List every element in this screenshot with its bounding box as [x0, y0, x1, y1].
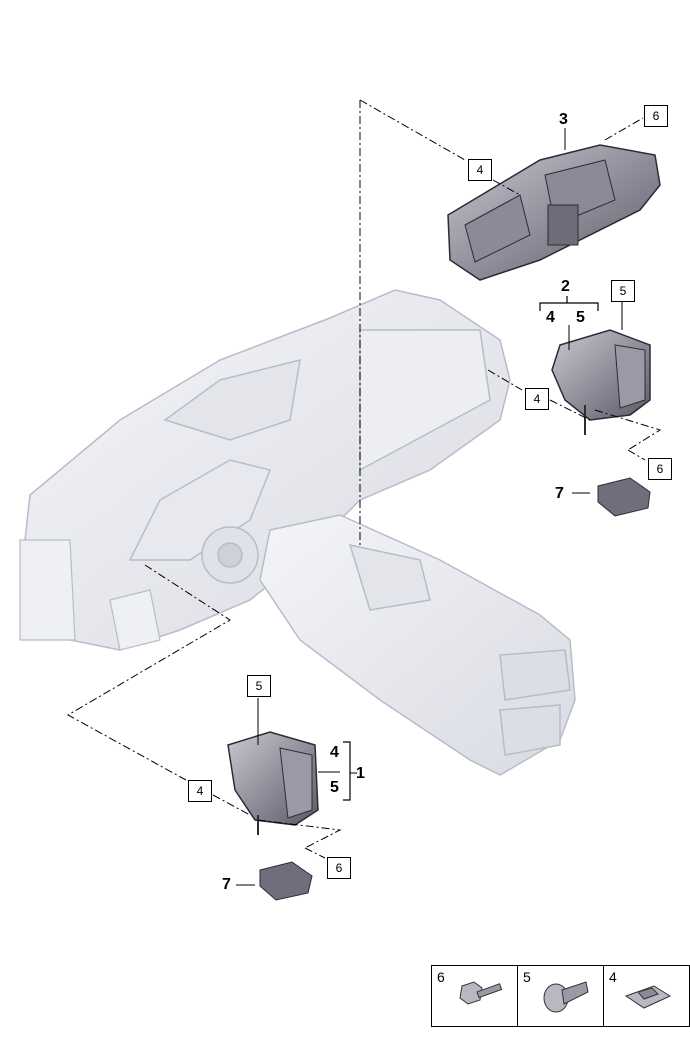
callout-1: 1	[356, 765, 365, 782]
callout-5-lower: 5	[330, 779, 339, 796]
right-air-vent	[551, 329, 651, 435]
clip-nut-icon	[624, 985, 672, 1009]
legend-number: 6	[437, 969, 445, 985]
brackets	[343, 296, 599, 801]
callout-2: 2	[561, 278, 570, 295]
legend-cell-5[interactable]: 5	[518, 966, 604, 1026]
bolt-icon	[459, 981, 503, 1005]
center-console-ghost	[259, 514, 576, 776]
legend-cell-6[interactable]: 6	[432, 966, 518, 1026]
legend-number: 5	[523, 969, 531, 985]
left-footwell-ghost	[19, 539, 161, 651]
ref-box-4-lower[interactable]: 4	[188, 780, 212, 802]
ref-box-4-right[interactable]: 4	[525, 388, 549, 410]
callout-3: 3	[559, 111, 568, 128]
callout-4-lower: 4	[330, 744, 339, 761]
ref-box-5-lower[interactable]: 5	[247, 675, 271, 697]
callout-5-upper: 5	[576, 309, 585, 326]
legend-cell-4[interactable]: 4	[604, 966, 689, 1026]
callout-7-lower: 7	[222, 876, 231, 893]
sensor-module-upper	[597, 477, 651, 517]
dashboard-ghost	[24, 289, 511, 651]
legend-number: 4	[609, 969, 617, 985]
leader-lines	[66, 99, 662, 859]
sensor-module-lower	[259, 861, 313, 901]
expanding-rivet-icon	[543, 981, 589, 1013]
fastener-legend: 6 5 4	[431, 965, 690, 1027]
ref-box-4-top[interactable]: 4	[468, 159, 492, 181]
ref-box-6-right[interactable]: 6	[648, 458, 672, 480]
callout-4-upper: 4	[546, 309, 555, 326]
ref-box-5-right[interactable]: 5	[611, 280, 635, 302]
center-air-vent-assembly	[447, 144, 661, 281]
ref-box-6-top[interactable]: 6	[644, 105, 668, 127]
left-air-vent	[227, 731, 319, 835]
ref-box-6-lower[interactable]: 6	[327, 857, 351, 879]
callout-7-upper: 7	[555, 485, 564, 502]
solid-leaders	[236, 128, 623, 886]
